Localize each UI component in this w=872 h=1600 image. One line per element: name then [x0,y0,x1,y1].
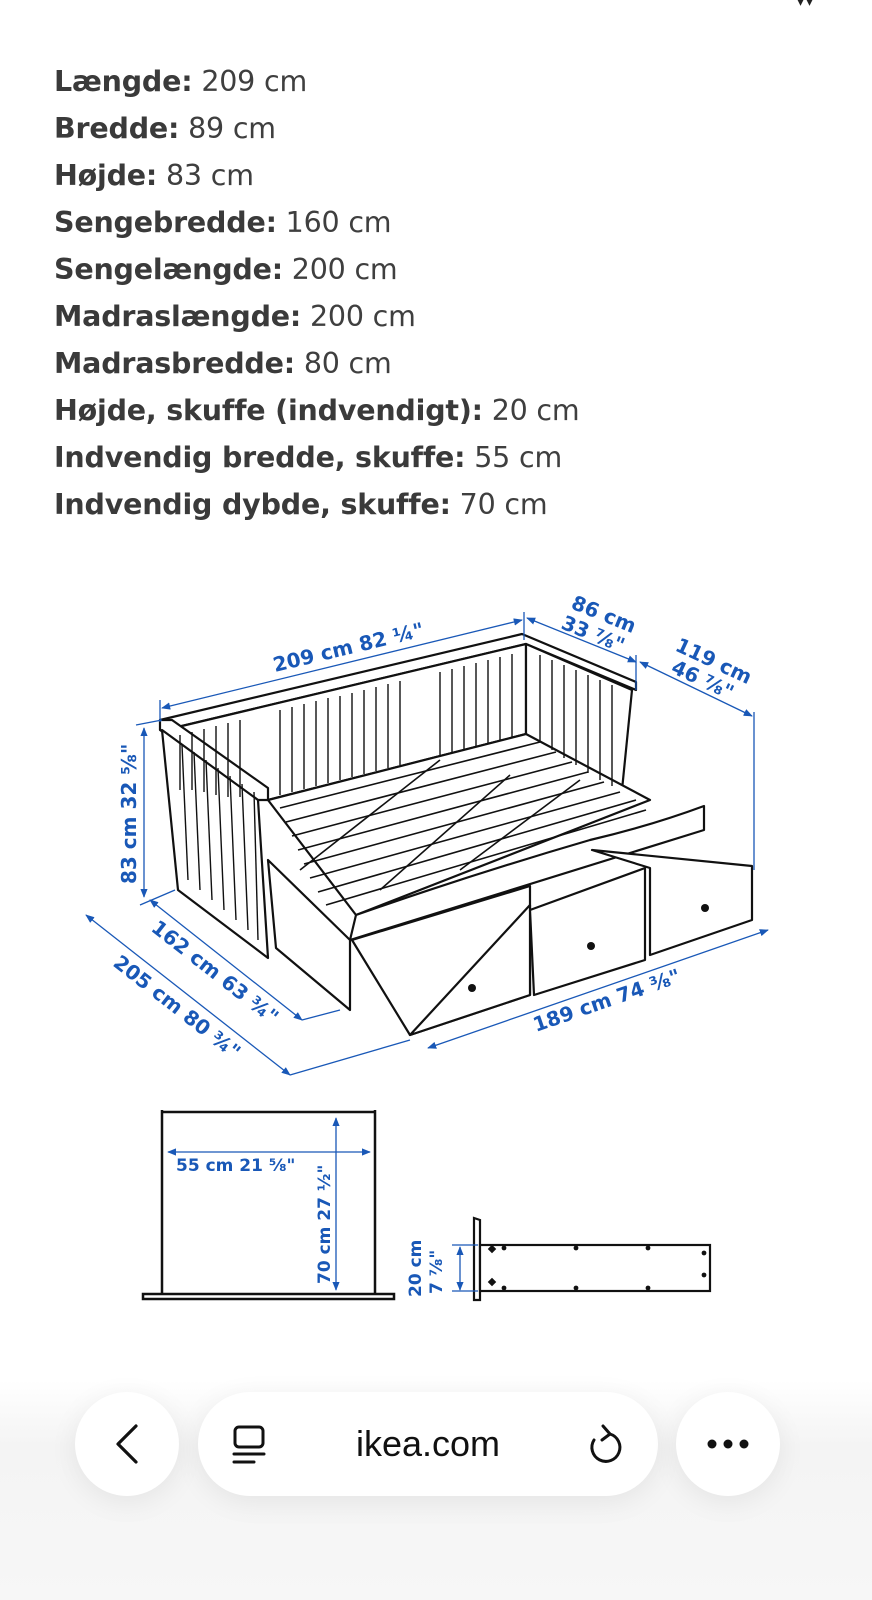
spec-mattress-width: Madrasbredde: 80 cm [54,340,579,387]
spec-label: Sengelængde: [54,253,283,286]
product-dimensions-list: Længde: 209 cm Bredde: 89 cm Højde: 83 c… [54,58,580,528]
address-bar[interactable]: ikea.com [198,1392,658,1496]
spec-label: Madraslængde: [54,300,302,333]
spec-drawer-height: Højde, skuffe (indvendigt): 20 cm [54,387,580,434]
reload-icon[interactable] [586,1424,624,1470]
dim-drawer-depth: 70 cm 27 ½" [315,1165,335,1284]
dim-height: 83 cm 32 ⅝" [117,744,141,884]
spec-value: 160 cm [285,206,392,239]
back-button[interactable] [75,1392,179,1496]
spec-width: Bredde: 89 cm [54,105,579,152]
spec-label: Madrasbredde: [54,347,295,380]
spec-label: Længde: [54,65,193,98]
daybed-illustration: 209 cm 82 ¼" 86 cm 33 ⅞" 119 cm 46 ⅞" 83… [85,590,769,1302]
spec-value: 55 cm [474,441,563,474]
spec-height: Højde: 83 cm [54,152,579,199]
dim-drawer-width: 55 cm 21 ⅝" [176,1156,295,1176]
dim-drawer-height-cm: 20 cm [406,1240,426,1297]
url-text[interactable]: ikea.com [355,1423,501,1464]
spec-label: Højde, skuffe (indvendigt): [54,394,483,427]
spec-drawer-depth: Indvendig dybde, skuffe: 70 cm [54,481,579,528]
chevron-left-icon [116,1424,138,1464]
spec-bed-length: Sengelængde: 200 cm [54,246,579,293]
spec-label: Indvendig dybde, skuffe: [54,488,451,521]
more-dots-icon [707,1439,749,1449]
spec-bed-width: Sengebredde: 160 cm [54,199,579,246]
spec-value: 89 cm [188,112,276,145]
spec-value: 20 cm [491,394,580,427]
product-dimension-diagram: 209 cm 82 ¼" 86 cm 33 ⅞" 119 cm 46 ⅞" 83… [0,570,872,1350]
spec-value: 70 cm [459,488,548,521]
browser-bottom-toolbar: ikea.com [0,1392,872,1496]
spec-value: 200 cm [291,253,398,286]
spec-mattress-length: Madraslængde: 200 cm [54,293,579,340]
spec-label: Sengebredde: [54,206,277,239]
more-options-button[interactable] [676,1392,780,1496]
spec-value: 83 cm [166,159,254,192]
spec-label: Højde: [54,159,158,192]
spec-drawer-width: Indvendig bredde, skuffe: 55 cm [54,434,579,481]
spec-label: Indvendig bredde, skuffe: [54,441,466,474]
spec-value: 200 cm [309,300,416,333]
dim-drawer-height-in: 7 ⅞" [427,1250,447,1294]
spec-value: 80 cm [303,347,392,380]
spec-label: Bredde: [54,112,180,145]
spec-length: Længde: 209 cm [54,58,579,105]
spec-value: 209 cm [201,65,308,98]
reader-mode-icon[interactable] [232,1425,266,1469]
status-glyph: ▾▾ [797,0,816,10]
